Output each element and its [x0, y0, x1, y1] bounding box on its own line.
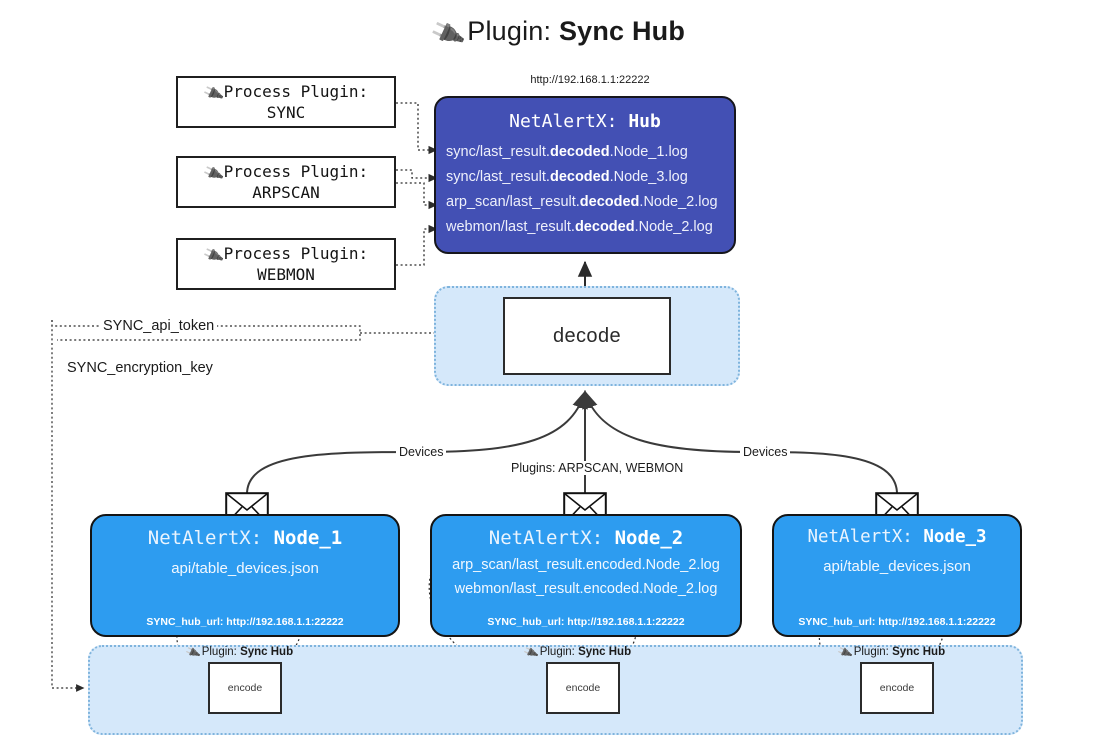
title-strong: Sync Hub: [558, 16, 686, 46]
encode-box-2[interactable]: encode: [546, 662, 620, 714]
decode-box[interactable]: decode: [503, 297, 671, 375]
process-plugin-title: Process Plugin:: [223, 161, 369, 181]
hub-url-label: http://192.168.1.1:22222: [530, 74, 650, 86]
node-to-decode-edges: [246, 390, 898, 495]
process-plugin-sync[interactable]: 🔌Process Plugin: SYNC: [176, 76, 396, 128]
plug-icon: 🔌: [201, 242, 225, 267]
encoder-plugin-label-1: 🔌Plugin: Sync Hub: [184, 644, 294, 661]
node-hub-url: SYNC_hub_url: http://192.168.1.1:22222: [487, 616, 685, 628]
node-hub-url: SYNC_hub_url: http://192.168.1.1:22222: [146, 616, 344, 628]
node-card-3[interactable]: NetAlertX: Node_3 api/table_devices.json…: [772, 514, 1022, 637]
page-title: 🔌Plugin: Sync Hub: [0, 16, 1117, 53]
edge-label-devices-right: Devices: [740, 445, 791, 459]
hub-header-lead: NetAlertX:: [509, 111, 629, 132]
edge-label-devices-left: Devices: [396, 445, 447, 459]
plug-icon: 🔌: [201, 80, 225, 105]
node-header: NetAlertX: Node_3: [807, 527, 987, 547]
node-resource: arp_scan/last_result.encoded.Node_2.log: [452, 557, 720, 573]
node-header: NetAlertX: Node_2: [488, 527, 684, 549]
encoder-plugin-label-2: 🔌Plugin: Sync Hub: [522, 644, 632, 661]
edge-label-plugins: Plugins: ARPSCAN, WEBMON: [508, 461, 687, 475]
hub-log-list: sync/last_result.decoded.Node_1.log sync…: [436, 140, 734, 240]
process-plugin-name: ARPSCAN: [252, 183, 320, 203]
hub-log-row: sync/last_result.decoded.Node_1.log: [446, 144, 688, 160]
node-card-2[interactable]: NetAlertX: Node_2 arp_scan/last_result.e…: [430, 514, 742, 637]
process-plugin-title: Process Plugin:: [223, 81, 369, 101]
process-plugin-name: SYNC: [266, 103, 306, 123]
process-plugin-webmon[interactable]: 🔌Process Plugin: WEBMON: [176, 238, 396, 290]
encode-box-1[interactable]: encode: [208, 662, 282, 714]
plug-icon: 🔌: [201, 160, 225, 185]
hub-log-row: arp_scan/last_result.decoded.Node_2.log: [446, 193, 718, 210]
hub-log-row: sync/last_result.decoded.Node_3.log: [446, 168, 688, 185]
node-card-1[interactable]: NetAlertX: Node_1 api/table_devices.json…: [90, 514, 400, 637]
hub-card[interactable]: NetAlertX: Hub sync/last_result.decoded.…: [434, 96, 736, 254]
plug-icon: 🔌: [427, 15, 467, 53]
plugin-to-hub-connectors: [396, 102, 438, 266]
node-header: NetAlertX: Node_1: [147, 527, 343, 549]
node-hub-url: SYNC_hub_url: http://192.168.1.1:22222: [798, 616, 996, 628]
process-plugin-title: Process Plugin:: [223, 243, 369, 263]
title-lead: Plugin:: [467, 16, 559, 46]
encoder-plugin-label-3: 🔌Plugin: Sync Hub: [836, 644, 946, 661]
process-plugin-arpscan[interactable]: 🔌Process Plugin: ARPSCAN: [176, 156, 396, 208]
node-resource: api/table_devices.json: [171, 560, 319, 577]
hub-header-strong: Hub: [628, 111, 661, 132]
node-resource: api/table_devices.json: [823, 558, 971, 575]
hub-log-row: webmon/last_result.decoded.Node_2.log: [446, 218, 713, 235]
node-resource: webmon/last_result.encoded.Node_2.log: [454, 581, 718, 597]
hub-header: NetAlertX: Hub: [436, 111, 734, 132]
setting-label-api-token: SYNC_api_token: [100, 318, 218, 334]
encode-box-3[interactable]: encode: [860, 662, 934, 714]
process-plugin-name: WEBMON: [257, 265, 315, 285]
setting-label-encryption-key: SYNC_encryption_key: [64, 360, 216, 376]
